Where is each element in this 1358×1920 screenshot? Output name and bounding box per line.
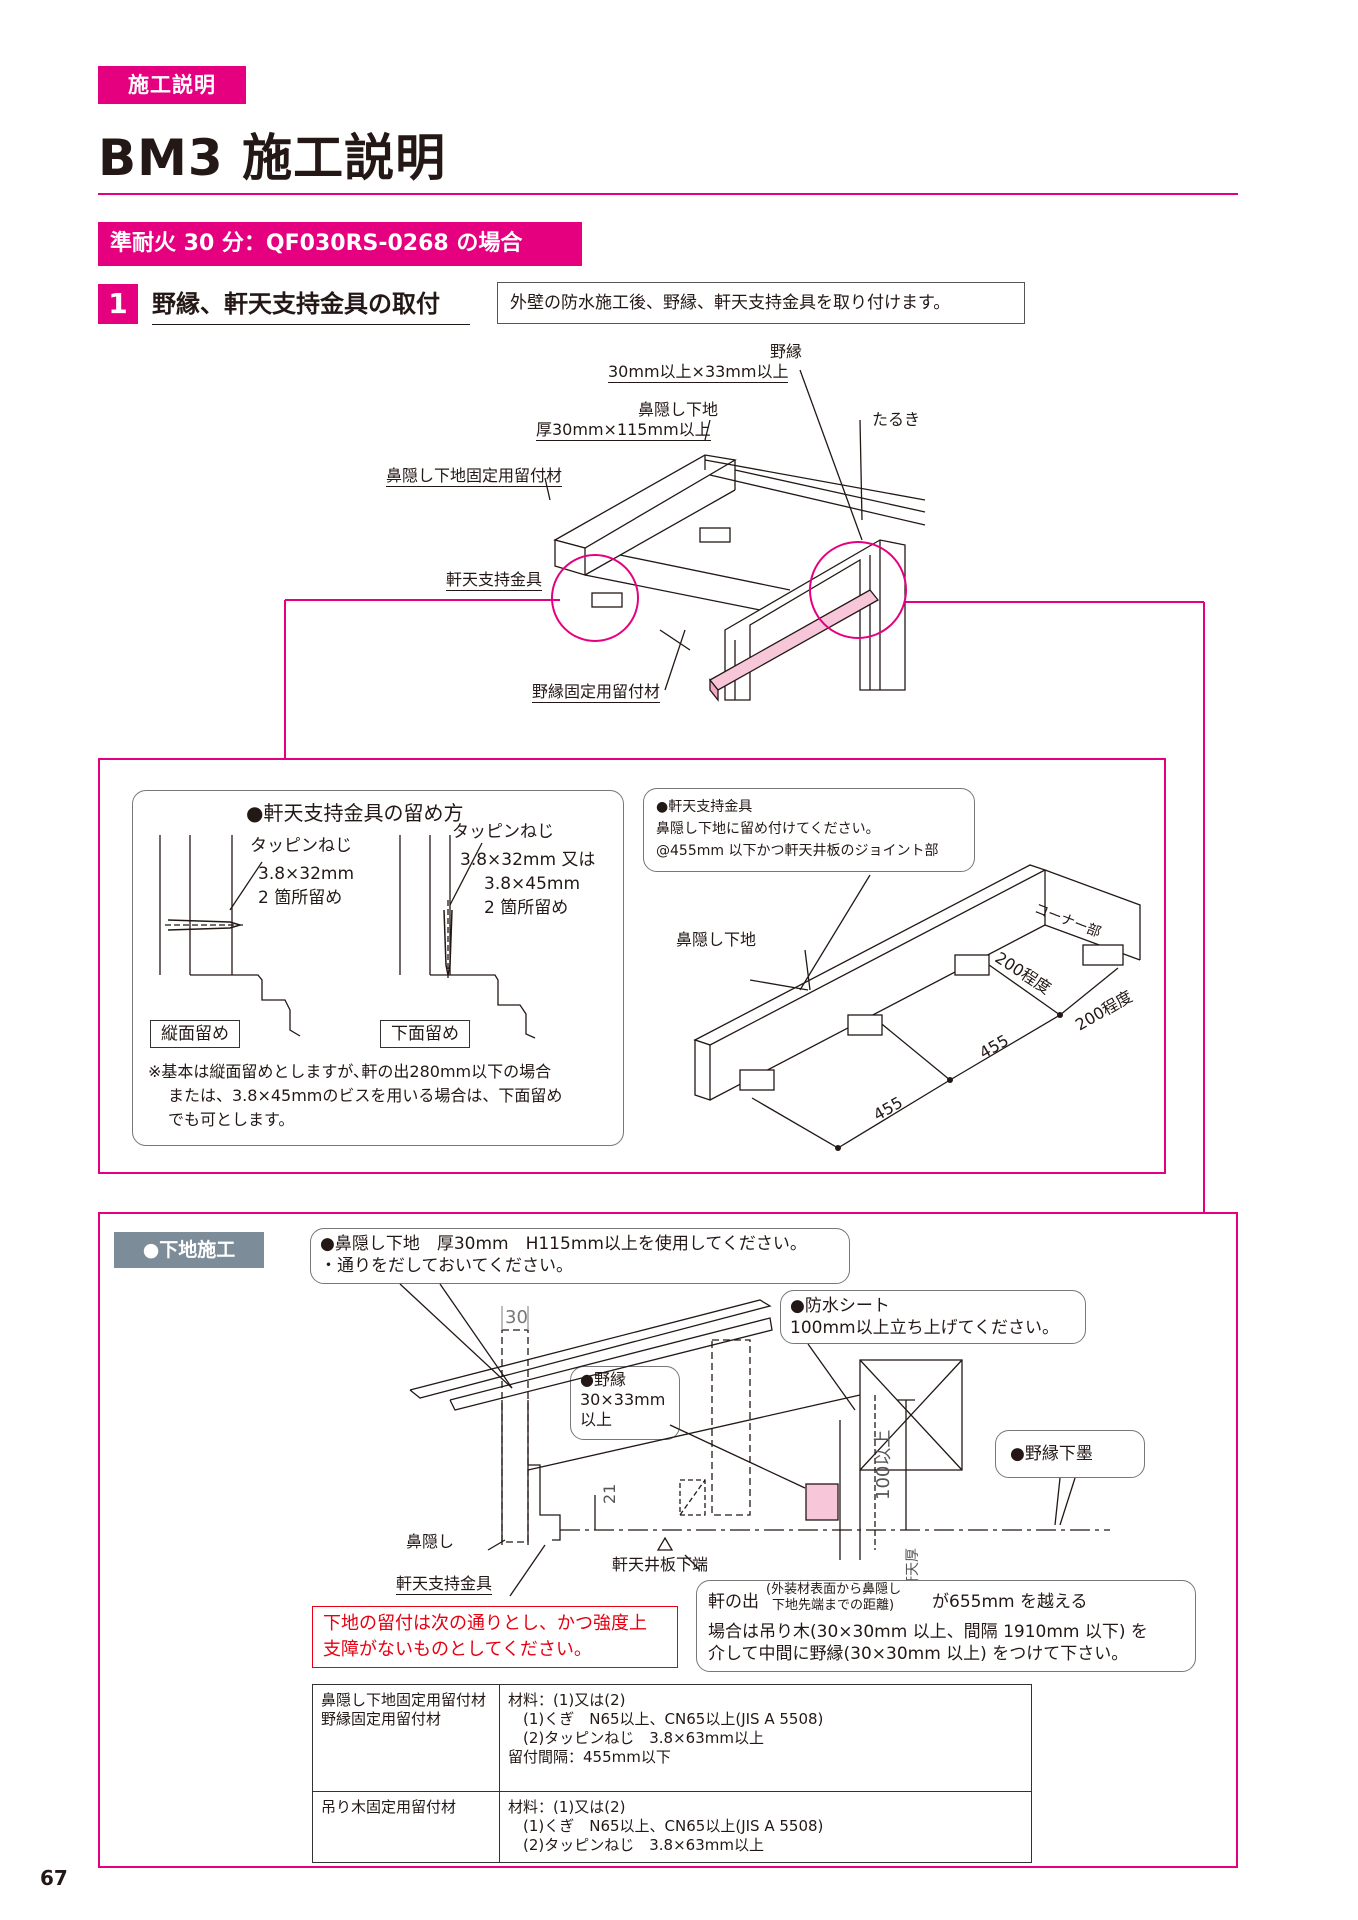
fastening-heading: ●軒天支持金具の留め方 xyxy=(246,801,464,825)
callout-nobuchi-line1: ●野縁 xyxy=(580,1370,626,1389)
step-number: 1 xyxy=(98,284,138,324)
red-note-line1: 下地の留付は次の通りとし、かつ強度上 xyxy=(323,1613,647,1634)
table-row: 吊り木固定用留付材 材料：(1)又は(2) (1)くぎ N65以上、CN65以上… xyxy=(312,1791,1032,1863)
row1-head2: 野縁固定用留付材 xyxy=(321,1710,442,1728)
dim-30: 30 xyxy=(505,1307,528,1328)
eave-label: 軒の出 xyxy=(708,1592,759,1612)
label-hanakakushi-section: 鼻隠し xyxy=(406,1532,455,1551)
label-nobuchi: 野縁 xyxy=(770,342,803,361)
right-screw-count: 2 箇所留め xyxy=(484,898,569,918)
dim-100: 100以上 xyxy=(873,1429,894,1500)
eave-line2: 場合は吊り木(30×30mm 以上、間隔 1910mm 以下) を xyxy=(708,1622,1148,1642)
row2-line3: (2)タッピンねじ 3.8×63mm以上 xyxy=(508,1836,764,1854)
callout-nobuchi-line3: 以上 xyxy=(580,1410,613,1429)
label-ceiling-edge: 軒天井板下端 xyxy=(612,1555,709,1574)
row2-head: 吊り木固定用留付材 xyxy=(321,1798,457,1816)
eave-line3: 介して中間に野縁(30×30mm 以上) をつけて下さい。 xyxy=(708,1644,1129,1664)
eave-threshold: が655mm を越える xyxy=(932,1592,1088,1612)
callout-heading: ●軒天支持金具 xyxy=(656,799,753,815)
label-bracket-section: 軒天支持金具 xyxy=(396,1574,493,1595)
label-taruki: たるき xyxy=(872,410,921,429)
eave-sub-2: 下地先端までの距離) xyxy=(772,1598,895,1613)
detail-panel xyxy=(98,758,1166,1174)
row1-line3: (2)タッピンねじ 3.8×63mm以上 xyxy=(508,1729,764,1747)
right-screw-size1: 3.8×32mm 又は xyxy=(460,850,596,870)
page-number: 67 xyxy=(40,1866,68,1890)
label-nobuchi-fixing: 野縁固定用留付材 xyxy=(532,682,661,703)
label-hanakakushi: 鼻隠し下地 xyxy=(638,400,719,419)
red-note-box: 下地の留付は次の通りとし、かつ強度上 支障がないものとしてください。 xyxy=(312,1606,678,1668)
step-title: 野縁、軒天支持金具の取付 xyxy=(152,286,470,325)
table-cell: 鼻隠し下地固定用留付材 野縁固定用留付材 xyxy=(312,1684,500,1792)
callout-hanakakushi-line1: ●鼻隠し下地 厚30mm H115mm以上を使用してください。 xyxy=(320,1234,807,1254)
callout-nobuchi-mark xyxy=(995,1430,1145,1478)
callout-line2: 鼻隠し下地に留め付けてください。 xyxy=(656,821,880,837)
row2-line1: 材料：(1)又は(2) xyxy=(508,1798,626,1816)
left-screw-size: 3.8×32mm xyxy=(258,864,355,884)
callout-eave xyxy=(696,1580,1196,1672)
fastening-method-box xyxy=(132,790,624,1146)
caption-vertical-fix: 縦面留め xyxy=(150,1020,240,1048)
label-hanakakushi-size: 厚30mm×115mm以上 xyxy=(536,420,711,441)
callout-nobuchi-line2: 30×33mm xyxy=(580,1390,666,1409)
callout-hanakakushi-line2: ・通りをだしておいてください。 xyxy=(320,1256,573,1276)
table-cell: 吊り木固定用留付材 xyxy=(312,1791,500,1863)
right-screw-label: タッピンねじ xyxy=(452,822,554,842)
fastening-note-2: または、3.8×45mmのビスを用いる場合は、下面留め xyxy=(168,1086,563,1105)
fastening-note-3: でも可とします。 xyxy=(168,1110,295,1129)
caption-bottom-fix: 下面留め xyxy=(380,1020,470,1048)
row1-head1: 鼻隠し下地固定用留付材 xyxy=(321,1691,487,1709)
label-hanakakushi-fixing: 鼻隠し下地固定用留付材 xyxy=(386,466,563,487)
right-screw-size2: 3.8×45mm xyxy=(484,874,581,894)
layout-base-label: 鼻隠し下地 xyxy=(676,930,757,949)
dim-21: 21 xyxy=(600,1483,619,1504)
substrate-tag: ●下地施工 xyxy=(114,1232,264,1268)
section-heading: 準耐火 30 分：QF030RS-0268 の場合 xyxy=(98,222,582,266)
callout-nobuchi xyxy=(570,1366,680,1440)
callout-waterproof-line2: 100mm以上立ち上げてください。 xyxy=(790,1318,1060,1338)
table-cell: 材料：(1)又は(2) (1)くぎ N65以上、CN65以上(JIS A 550… xyxy=(499,1791,1032,1863)
row1-line2: (1)くぎ N65以上、CN65以上(JIS A 5508) xyxy=(508,1710,824,1728)
callout-line3: @455mm 以下かつ軒天井板のジョイント部 xyxy=(656,843,939,859)
row1-line1: 材料：(1)又は(2) xyxy=(508,1691,626,1709)
red-note-line2: 支障がないものとしてください。 xyxy=(323,1639,592,1660)
label-bracket: 軒天支持金具 xyxy=(446,570,543,591)
title-rule xyxy=(98,193,1238,195)
category-tag: 施工説明 xyxy=(98,66,246,104)
bracket-layout-callout xyxy=(643,788,975,872)
callout-hanakakushi xyxy=(310,1228,850,1284)
table-row: 鼻隠し下地固定用留付材 野縁固定用留付材 材料：(1)又は(2) (1)くぎ N… xyxy=(312,1684,1032,1792)
substrate-panel xyxy=(98,1212,1238,1868)
table-cell: 材料：(1)又は(2) (1)くぎ N65以上、CN65以上(JIS A 550… xyxy=(499,1684,1032,1792)
label-nobuchi-size: 30mm以上×33mm以上 xyxy=(608,362,789,383)
row1-line4: 留付間隔：455mm以下 xyxy=(508,1748,671,1766)
eave-sub-1: (外装材表面から鼻隠し xyxy=(766,1582,902,1597)
fastening-note-1: ※基本は縦面留めとしますが､軒の出280mm以下の場合 xyxy=(148,1062,552,1081)
left-screw-count: 2 箇所留め xyxy=(258,888,343,908)
callout-waterproof xyxy=(780,1290,1086,1344)
callout-nobuchi-mark-text: ●野縁下墨 xyxy=(1010,1444,1093,1464)
row2-line2: (1)くぎ N65以上、CN65以上(JIS A 5508) xyxy=(508,1817,824,1835)
spec-table: 鼻隠し下地固定用留付材 野縁固定用留付材 材料：(1)又は(2) (1)くぎ N… xyxy=(312,1684,1032,1863)
page-title: BM3 施工説明 xyxy=(98,129,447,187)
left-screw-label: タッピンねじ xyxy=(250,836,352,856)
step-note: 外壁の防水施工後、野縁、軒天支持金具を取り付けます。 xyxy=(497,282,1025,324)
callout-waterproof-line1: ●防水シート xyxy=(790,1296,890,1316)
